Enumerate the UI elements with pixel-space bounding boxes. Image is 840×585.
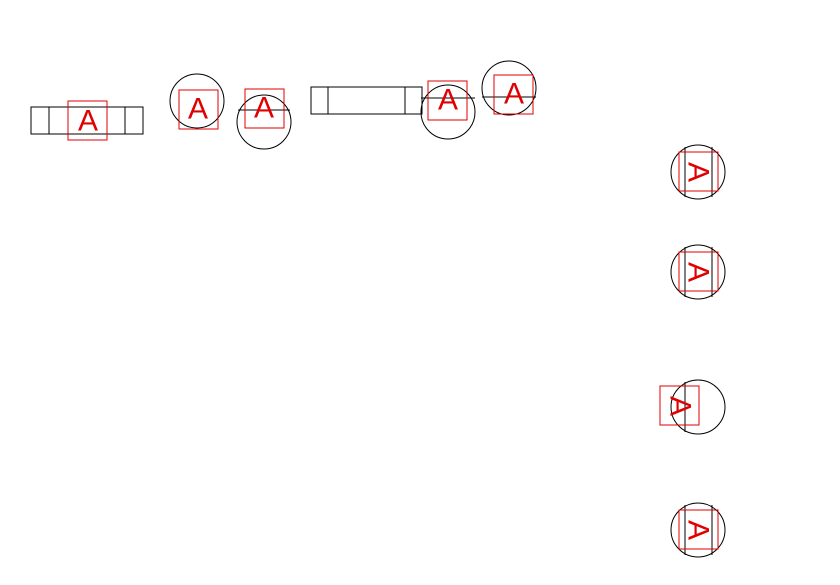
segmented-bar-outline xyxy=(310,86,423,115)
segmented-bar-outline xyxy=(30,106,144,135)
circle-outline xyxy=(670,502,726,558)
segmented-bar-symbol-1: A xyxy=(30,100,144,141)
circle-outline xyxy=(420,84,476,140)
tag-label: A xyxy=(682,162,715,182)
circle-outline xyxy=(169,73,225,129)
tag-box xyxy=(244,88,285,129)
circle-symbol-5: A xyxy=(420,80,476,140)
tag-box xyxy=(427,80,468,121)
segmented-bar-symbol-4 xyxy=(310,86,423,115)
circle-outline xyxy=(670,144,726,200)
circle-symbol-2: A xyxy=(169,73,225,130)
tag-box xyxy=(678,509,719,550)
tag-box xyxy=(178,89,219,130)
tag-label: A xyxy=(682,262,715,282)
tag-box xyxy=(678,151,719,192)
circle-outline xyxy=(670,244,726,300)
circle-symbol-6: A xyxy=(481,60,537,116)
tag-label: A xyxy=(504,78,524,111)
circle-symbol-10: A xyxy=(670,502,726,558)
circle-symbol-7: A xyxy=(670,144,726,200)
tag-box xyxy=(659,385,700,426)
tag-label: A xyxy=(682,520,715,540)
circle-symbol-3: A xyxy=(236,88,292,150)
tag-label: A xyxy=(664,396,697,416)
circle-symbol-8: A xyxy=(670,244,726,300)
circle-outline xyxy=(236,94,292,150)
circle-outline xyxy=(481,60,537,116)
tag-label: A xyxy=(78,105,98,138)
tag-box xyxy=(67,100,108,141)
circle-outline xyxy=(670,379,726,435)
tag-box xyxy=(678,251,719,292)
circle-symbol-9: A xyxy=(659,379,726,435)
tag-box xyxy=(493,74,534,115)
tag-label: A xyxy=(254,92,274,125)
tag-label: A xyxy=(438,84,458,117)
tag-label: A xyxy=(188,93,208,126)
